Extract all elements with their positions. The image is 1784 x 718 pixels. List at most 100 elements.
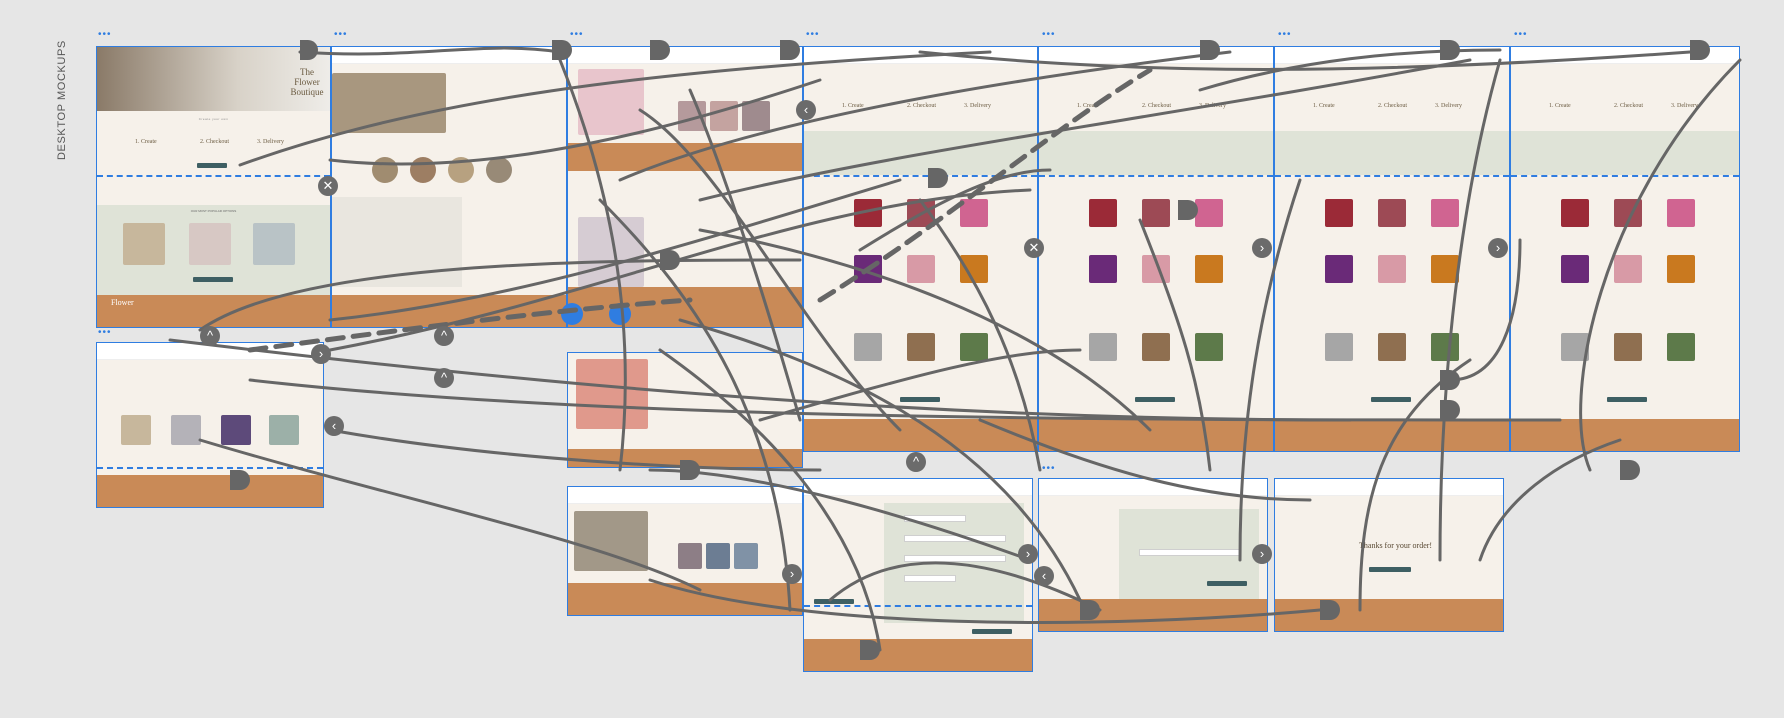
vase-option[interactable] <box>1089 333 1117 361</box>
frame-handle[interactable]: ••• <box>1278 29 1292 40</box>
start-button[interactable] <box>197 163 227 168</box>
frame-handle[interactable]: ••• <box>570 29 584 40</box>
chevron-up-icon[interactable]: ^ <box>906 452 926 472</box>
flower-option[interactable] <box>960 199 988 227</box>
frame-about[interactable] <box>331 46 567 328</box>
vase-option[interactable] <box>1142 333 1170 361</box>
chevron-up-icon[interactable]: ^ <box>434 368 454 388</box>
gallery-thumb[interactable] <box>734 543 758 569</box>
gallery-thumb[interactable] <box>678 101 706 131</box>
chevron-right-icon[interactable]: › <box>782 564 802 584</box>
submit-button[interactable] <box>972 629 1012 634</box>
flower-option[interactable] <box>1614 199 1642 227</box>
product-thumb[interactable] <box>121 415 151 445</box>
vase-option[interactable] <box>1325 333 1353 361</box>
frame-handle[interactable]: ••• <box>98 327 112 338</box>
flower-option[interactable] <box>1667 199 1695 227</box>
gallery-thumb[interactable] <box>710 101 738 131</box>
flower-option[interactable] <box>1614 255 1642 283</box>
chevron-right-icon[interactable]: › <box>1018 544 1038 564</box>
frame-handle[interactable]: ••• <box>1042 29 1056 40</box>
flower-option[interactable] <box>907 255 935 283</box>
continue-button[interactable] <box>814 599 854 604</box>
flower-option[interactable] <box>1325 199 1353 227</box>
gallery-thumb[interactable] <box>706 543 730 569</box>
vase-option[interactable] <box>1667 333 1695 361</box>
add-to-cart-button[interactable] <box>1371 397 1411 402</box>
frame-create-4[interactable]: 1. Create 2. Checkout 3. Delivery <box>1510 46 1740 452</box>
flower-option[interactable] <box>1142 255 1170 283</box>
flower-option[interactable] <box>1378 199 1406 227</box>
frame-create-3[interactable]: 1. Create 2. Checkout 3. Delivery <box>1274 46 1510 452</box>
vase-option[interactable] <box>1614 333 1642 361</box>
product-thumb[interactable] <box>221 415 251 445</box>
vase-option[interactable] <box>907 333 935 361</box>
frame-create-2[interactable]: 1. Create 2. Checkout 3. Delivery <box>1038 46 1274 452</box>
flower-option[interactable] <box>1195 199 1223 227</box>
product-thumb[interactable] <box>171 415 201 445</box>
back-home-button[interactable] <box>1369 567 1411 572</box>
frame-gallery[interactable] <box>567 352 803 468</box>
frame-handle[interactable]: ••• <box>1042 463 1056 474</box>
frame-checkout[interactable] <box>803 478 1033 672</box>
add-to-cart-button[interactable] <box>1607 397 1647 402</box>
gallery-thumb[interactable] <box>678 543 702 569</box>
chevron-up-icon[interactable]: ^ <box>434 326 454 346</box>
flower-option[interactable] <box>1561 255 1589 283</box>
product-thumb[interactable] <box>253 223 295 265</box>
frame-products[interactable] <box>96 342 324 508</box>
flower-option[interactable] <box>1431 199 1459 227</box>
flower-option[interactable] <box>854 255 882 283</box>
flower-option[interactable] <box>1142 199 1170 227</box>
x-icon[interactable]: ✕ <box>318 176 338 196</box>
gallery-thumb[interactable] <box>742 101 770 131</box>
vase-option[interactable] <box>1378 333 1406 361</box>
frame-confirmation[interactable]: Thanks for your order! <box>1274 478 1504 632</box>
x-icon[interactable]: ✕ <box>1024 238 1044 258</box>
chevron-left-icon[interactable]: ‹ <box>796 100 816 120</box>
selection-handle[interactable] <box>609 303 631 325</box>
vase-option[interactable] <box>1561 333 1589 361</box>
vase-option[interactable] <box>1195 333 1223 361</box>
product-thumb[interactable] <box>123 223 165 265</box>
flower-option[interactable] <box>1089 255 1117 283</box>
frame-handle[interactable]: ••• <box>98 29 112 40</box>
frame-handle[interactable]: ••• <box>806 29 820 40</box>
vase-option[interactable] <box>854 333 882 361</box>
vase-option[interactable] <box>1431 333 1459 361</box>
frame-about-2[interactable] <box>567 486 803 616</box>
frame-shop[interactable] <box>567 46 803 328</box>
selection-handle[interactable] <box>561 303 583 325</box>
map[interactable] <box>332 197 462 287</box>
chevron-right-icon[interactable]: › <box>311 344 331 364</box>
see-other-items-button[interactable] <box>193 277 233 282</box>
flower-option[interactable] <box>907 199 935 227</box>
flower-option[interactable] <box>854 199 882 227</box>
frame-handle[interactable]: ••• <box>334 29 348 40</box>
chevron-left-icon[interactable]: ‹ <box>324 416 344 436</box>
card-field[interactable] <box>1139 549 1241 556</box>
frame-home[interactable]: The Flower Boutique Create your own 1. C… <box>96 46 331 328</box>
flower-option[interactable] <box>1378 255 1406 283</box>
flower-option[interactable] <box>1431 255 1459 283</box>
frame-handle[interactable]: ••• <box>1514 29 1528 40</box>
email-field[interactable] <box>904 535 1006 542</box>
chevron-up-icon[interactable]: ^ <box>200 326 220 346</box>
chevron-right-icon[interactable]: › <box>1488 238 1508 258</box>
address-field[interactable] <box>904 555 1006 562</box>
chevron-right-icon[interactable]: › <box>1252 544 1272 564</box>
add-to-cart-button[interactable] <box>1135 397 1175 402</box>
vase-option[interactable] <box>960 333 988 361</box>
flower-option[interactable] <box>1561 199 1589 227</box>
flower-option[interactable] <box>1195 255 1223 283</box>
flower-option[interactable] <box>1325 255 1353 283</box>
add-to-cart-button[interactable] <box>900 397 940 402</box>
frame-create[interactable]: 1. Create 2. Checkout 3. Delivery <box>803 46 1038 452</box>
product-thumb[interactable] <box>189 223 231 265</box>
flower-option[interactable] <box>1667 255 1695 283</box>
city-field[interactable] <box>904 575 956 582</box>
frame-payment[interactable] <box>1038 478 1268 632</box>
name-field[interactable] <box>904 515 966 522</box>
chevron-left-icon[interactable]: ‹ <box>1034 566 1054 586</box>
flower-option[interactable] <box>1089 199 1117 227</box>
